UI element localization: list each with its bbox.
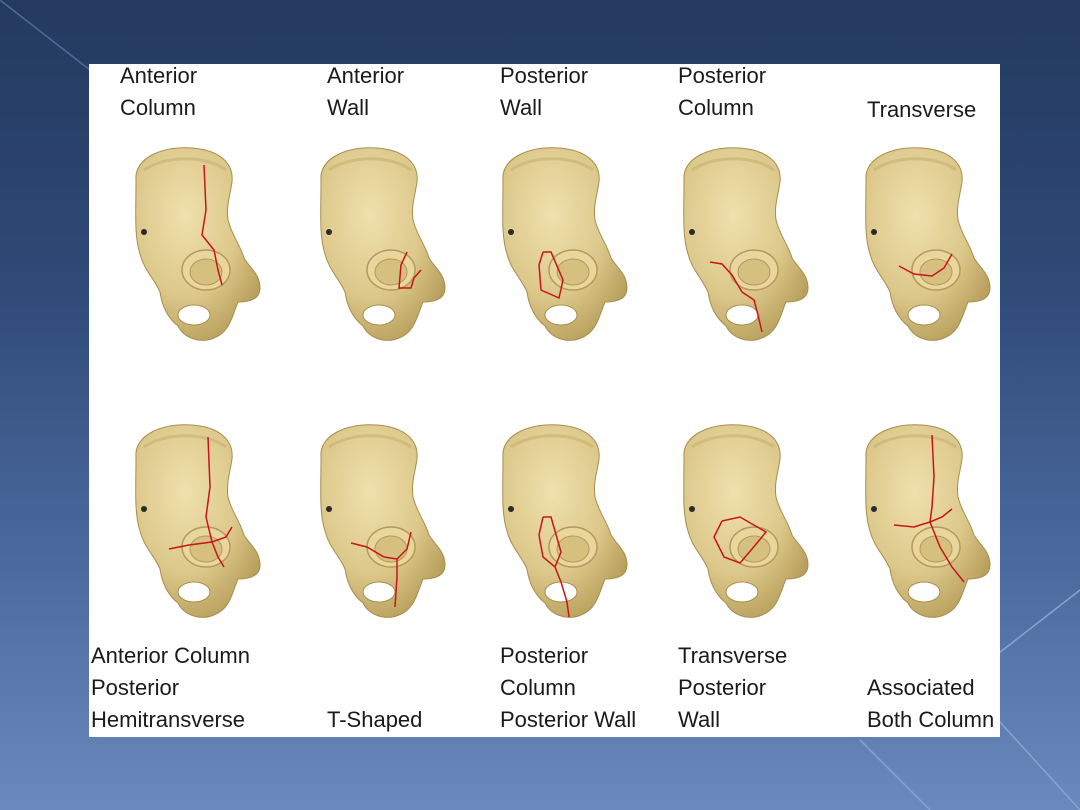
label-posterior-wall: Posterior Wall bbox=[500, 60, 588, 124]
fracture-line bbox=[709, 261, 763, 333]
label-line: Column bbox=[500, 675, 576, 700]
label-line: Posterior bbox=[500, 643, 589, 668]
label-line: Transverse bbox=[678, 643, 788, 668]
label-line: Both Column bbox=[867, 707, 995, 732]
label-transverse-posterior-wall: Transverse Posterior Wall bbox=[678, 640, 787, 736]
fracture-line bbox=[898, 253, 953, 277]
fracture-line bbox=[398, 251, 422, 289]
label-line: Posterior bbox=[678, 63, 767, 88]
label-line: Posterior Wall bbox=[500, 707, 637, 732]
fracture-line bbox=[205, 436, 213, 543]
label-posterior-column: Posterior Column bbox=[678, 60, 766, 124]
label-line: Column bbox=[678, 95, 754, 120]
label-line: Wall bbox=[327, 95, 369, 120]
label-line: Transverse bbox=[867, 97, 977, 122]
pelvis-bone-image bbox=[864, 146, 992, 342]
fracture-classification-figure: Anterior Column Anterior Wall Posterior … bbox=[89, 63, 1000, 737]
label-associated-both-column: Associated Both Column bbox=[867, 672, 994, 736]
label-transverse: Transverse bbox=[867, 94, 976, 126]
pelvis-bone-image bbox=[682, 146, 810, 342]
fracture-line bbox=[350, 531, 412, 560]
label-line: Anterior Column bbox=[91, 643, 250, 668]
label-line: Wall bbox=[678, 707, 720, 732]
label-line: T-Shaped bbox=[327, 707, 423, 732]
label-line: Posterior bbox=[91, 675, 180, 700]
label-t-shaped: T-Shaped bbox=[327, 704, 422, 736]
fracture-line bbox=[713, 516, 768, 564]
pelvis-bone-image bbox=[134, 423, 262, 619]
label-line: Anterior bbox=[120, 63, 198, 88]
label-anterior-wall: Anterior Wall bbox=[327, 60, 404, 124]
pelvis-bone-image bbox=[864, 423, 992, 619]
fracture-line bbox=[929, 434, 935, 523]
label-line: Wall bbox=[500, 95, 542, 120]
fracture-line bbox=[201, 164, 223, 286]
pelvis-bone-image bbox=[682, 423, 810, 619]
label-anterior-column: Anterior Column bbox=[120, 60, 197, 124]
label-line: Column bbox=[120, 95, 196, 120]
label-line: Posterior bbox=[500, 63, 589, 88]
fracture-line bbox=[538, 251, 564, 300]
label-line: Anterior bbox=[327, 63, 405, 88]
pelvis-bone-image bbox=[501, 146, 629, 342]
label-line: Hemitransverse bbox=[91, 707, 246, 732]
label-posterior-column-posterior-wall: Posterior Column Posterior Wall bbox=[500, 640, 636, 736]
pelvis-bone-image bbox=[319, 423, 447, 619]
pelvis-bone-image bbox=[501, 423, 629, 619]
label-anterior-column-posterior-hemitransverse: Anterior Column Posterior Hemitransverse bbox=[91, 640, 250, 736]
label-line: Posterior bbox=[678, 675, 767, 700]
pelvis-bone-image bbox=[319, 146, 447, 342]
label-line: Associated bbox=[867, 675, 975, 700]
pelvis-bone-image bbox=[134, 146, 262, 342]
